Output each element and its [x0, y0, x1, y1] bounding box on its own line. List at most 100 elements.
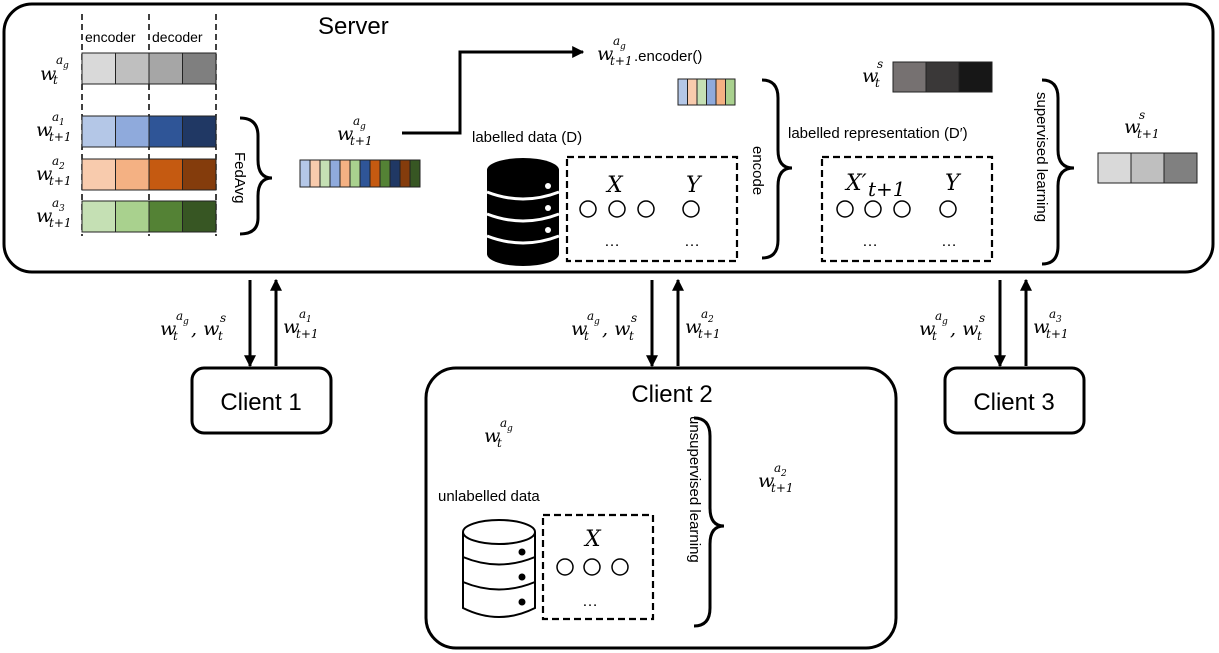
labelled-data-box — [565, 155, 739, 263]
representation-x-dots: … — [862, 233, 878, 250]
svg-text:a: a — [353, 114, 360, 128]
svg-text:3: 3 — [59, 204, 65, 214]
weight-cell — [81, 52, 116, 85]
encoder-weights-bar — [677, 78, 736, 106]
svg-text:t: t — [173, 329, 178, 343]
svg-text:w: w — [1124, 116, 1140, 138]
svg-text:s: s — [631, 311, 637, 325]
svg-text:2: 2 — [707, 315, 714, 325]
weight-cell — [148, 52, 183, 85]
svg-text:t+1: t+1 — [1137, 127, 1160, 141]
client3-weights-bar — [81, 200, 217, 233]
svg-text:w: w — [919, 318, 935, 340]
svg-text:t: t — [629, 329, 634, 343]
client3-name: Client 3 — [973, 389, 1054, 416]
svg-text:a: a — [935, 309, 942, 323]
unsupervised-brace — [693, 416, 725, 628]
weight-cell — [958, 61, 993, 93]
weight-cell — [182, 158, 217, 191]
weight-cell — [1130, 152, 1165, 184]
svg-text:t: t — [932, 329, 937, 343]
svg-text:g: g — [594, 317, 600, 327]
unlabelled-x-var: X — [583, 527, 602, 552]
weight-cell — [1097, 152, 1132, 184]
client1-name: Client 1 — [220, 389, 301, 416]
svg-text:t: t — [497, 436, 502, 450]
svg-text:s: s — [1139, 108, 1145, 122]
weight-cell — [687, 78, 698, 106]
weight-cell — [309, 159, 321, 188]
svg-text:a: a — [1049, 307, 1056, 321]
label-client3-weights: w t+1 a 3 — [36, 196, 72, 230]
fedavg-label: FedAvg — [231, 152, 248, 203]
weight-cell — [115, 200, 150, 233]
labelled-x-var: X — [605, 173, 624, 198]
label-aggregated-weights: w t+1 a g — [337, 114, 373, 148]
client1-down-label: w t a g , w t s — [160, 309, 226, 343]
weight-cell — [148, 115, 183, 148]
svg-text:s: s — [877, 57, 883, 71]
svg-text:t+1: t+1 — [49, 130, 72, 144]
svg-text:w: w — [597, 43, 613, 65]
svg-text:t: t — [53, 73, 58, 87]
client2-name: Client 2 — [631, 381, 712, 408]
svg-text:t: t — [218, 329, 223, 343]
decoder-label: decoder — [152, 29, 203, 45]
svg-text:t: t — [977, 329, 982, 343]
label-client2-weights: w t+1 a 2 — [36, 154, 72, 188]
client3-down-label: w t a g , w t s — [919, 309, 985, 343]
svg-text:a: a — [52, 154, 59, 168]
svg-text:s: s — [979, 311, 985, 325]
svg-text:t: t — [875, 76, 880, 90]
server-model-t1-bar — [1097, 152, 1198, 184]
client2-weights-bar — [81, 158, 217, 191]
weight-cell — [81, 158, 116, 191]
weight-cell — [359, 159, 371, 188]
svg-text:w: w — [36, 205, 52, 227]
weight-cell — [115, 115, 150, 148]
svg-text:a: a — [500, 416, 507, 430]
unlabelled-x-dots: … — [582, 593, 598, 610]
svg-text:g: g — [942, 317, 948, 327]
svg-text:t+1: t+1 — [49, 216, 72, 230]
weight-cell — [399, 159, 411, 188]
svg-text:t+1: t+1 — [868, 177, 906, 201]
weight-cell — [925, 61, 960, 93]
svg-text:, w: , w — [950, 318, 978, 340]
svg-text:g: g — [63, 61, 69, 71]
weight-cell — [409, 159, 421, 188]
representation-y-var: Y — [945, 171, 962, 196]
global-weights-bar — [81, 52, 217, 85]
label-encoder-call: w t+1 a g .encoder() — [597, 34, 702, 68]
aggregated-weights-bar — [299, 159, 421, 188]
label-global-weights: w t a g — [40, 53, 69, 87]
weight-cell — [182, 52, 217, 85]
weight-cell — [329, 159, 341, 188]
svg-text:a: a — [52, 110, 59, 124]
label-client2-updated-weights: w t+1 a 2 — [758, 461, 794, 495]
svg-text:w: w — [36, 119, 52, 141]
svg-text:3: 3 — [1056, 315, 1062, 325]
representation-y-dots: … — [941, 233, 957, 250]
labelled-y-var: Y — [686, 173, 703, 198]
svg-text:t: t — [584, 329, 589, 343]
svg-text:, w: , w — [602, 318, 630, 340]
weight-cell — [115, 52, 150, 85]
svg-text:t+1: t+1 — [296, 327, 319, 341]
unlabelled-data-label: unlabelled data — [438, 488, 540, 505]
server-model-t-bar — [892, 61, 993, 93]
label-client1-weights: w t+1 a 1 — [36, 110, 72, 144]
representation-circles — [836, 200, 957, 218]
svg-text:g: g — [183, 317, 189, 327]
client2-up-label: w t+1 a 2 — [685, 307, 721, 341]
svg-text:a: a — [176, 309, 183, 323]
weight-cell — [81, 200, 116, 233]
svg-text:, w: , w — [191, 318, 219, 340]
label-server-model-t1: w t+1 s — [1124, 108, 1160, 141]
weight-cell — [299, 159, 311, 188]
weight-cell — [706, 78, 717, 106]
svg-text:w: w — [283, 316, 299, 338]
labelled-data-label: labelled data (D) — [472, 129, 582, 146]
weight-cell — [369, 159, 381, 188]
